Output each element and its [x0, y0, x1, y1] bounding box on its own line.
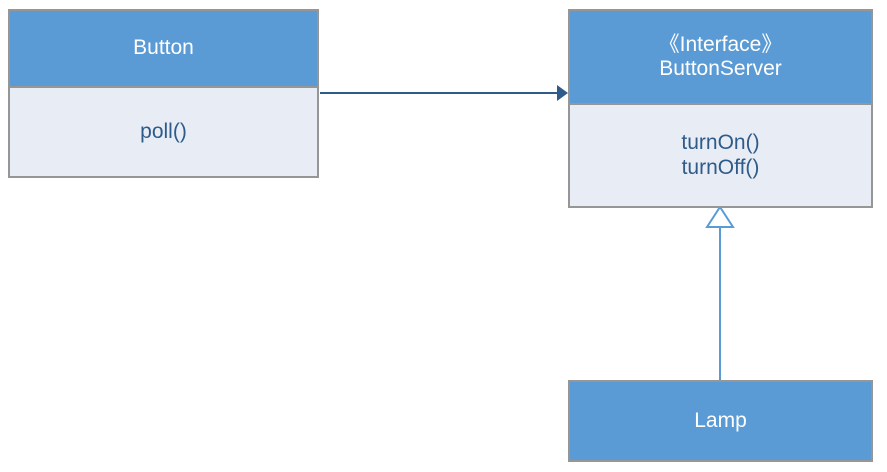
class-name-button-server: ButtonServer — [659, 57, 782, 80]
association-arrowhead-icon — [557, 85, 568, 101]
realization-lamp-to-buttonserver — [705, 205, 735, 380]
class-header-lamp: Lamp — [570, 382, 871, 460]
class-operations-button-server: turnOn() turnOff() — [570, 105, 871, 206]
class-header-button: Button — [10, 11, 317, 88]
class-stereotype-interface: 《Interface》 — [658, 32, 783, 56]
class-box-button[interactable]: Button poll() — [8, 9, 319, 178]
class-box-button-server[interactable]: 《Interface》 ButtonServer turnOn() turnOf… — [568, 9, 873, 208]
realization-hollow-triangle-icon — [705, 205, 735, 228]
operation-turn-off: turnOff() — [681, 155, 760, 179]
class-header-button-server: 《Interface》 ButtonServer — [570, 11, 871, 105]
operation-poll: poll() — [140, 119, 187, 143]
operation-turn-on: turnOn() — [681, 131, 760, 155]
class-operations-button: poll() — [10, 88, 317, 176]
class-name-button: Button — [133, 36, 194, 60]
association-button-to-buttonserver — [320, 85, 568, 101]
class-name-lamp: Lamp — [694, 408, 747, 432]
class-box-lamp[interactable]: Lamp — [568, 380, 873, 462]
